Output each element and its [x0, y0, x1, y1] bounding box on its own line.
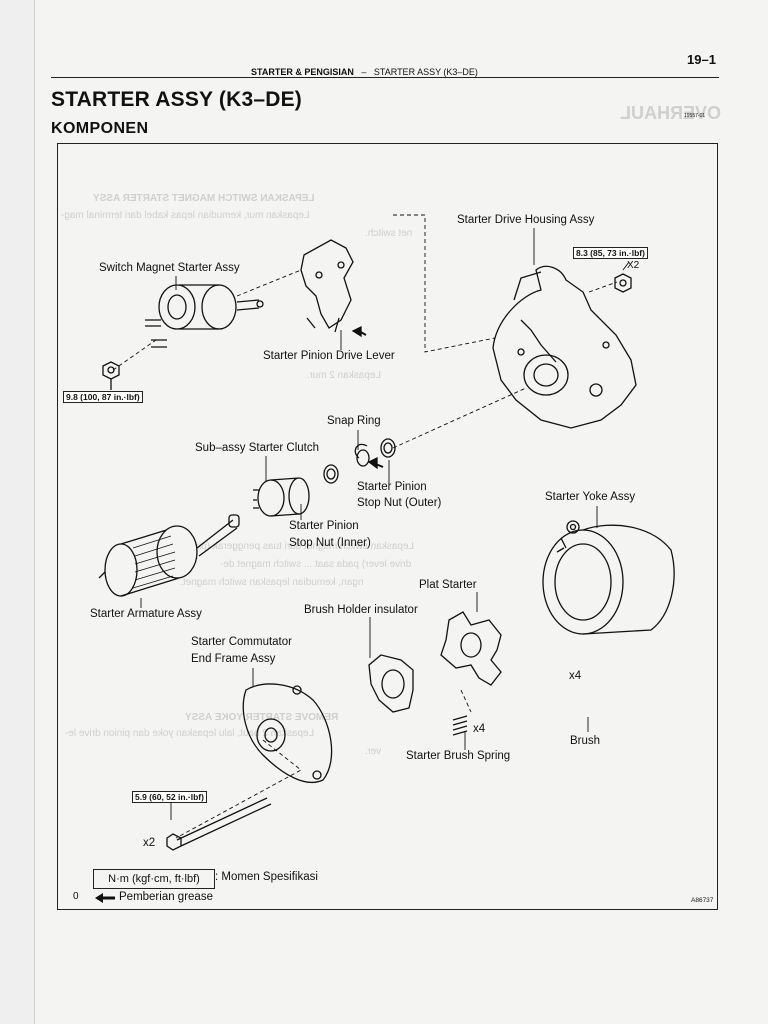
end-frame-part	[242, 683, 333, 784]
running-header-section: STARTER & PENGISIAN	[251, 67, 354, 77]
label-plat-starter: Plat Starter	[419, 579, 477, 591]
torque-end-frame: 5.9 (60, 52 in.·lbf)	[132, 791, 207, 803]
armature-part	[98, 514, 240, 597]
drive-lever-part	[300, 239, 354, 333]
qty-brush: x4	[569, 670, 582, 682]
yoke-part	[542, 520, 675, 635]
label-switch-magnet: Switch Magnet Starter Assy	[99, 262, 240, 274]
legend-grease-arrow-icon	[95, 892, 115, 907]
label-stop-nut-inner-line2: Stop Nut (Inner)	[289, 537, 371, 549]
legend-unit-desc: : Momen Spesifikasi	[215, 871, 318, 883]
brush-holder-insulator-part	[368, 654, 414, 713]
grease-arrow-icon	[95, 893, 115, 903]
exploded-diagram	[98, 214, 675, 851]
manual-page: OVERHAUL LEPASKAN SWITCH MAGNET STARTER …	[34, 0, 768, 1024]
label-brush: Brush	[570, 735, 601, 747]
figure-code: A86737	[691, 897, 714, 904]
label-commutator-line2: End Frame Assy	[191, 653, 276, 665]
qty-housing-nut: X2	[627, 260, 640, 271]
drive-housing-part	[492, 265, 637, 429]
legend-zero: 0	[73, 891, 79, 902]
label-armature: Starter Armature Assy	[90, 608, 202, 620]
label-stop-nut-outer-line1: Starter Pinion	[357, 481, 427, 493]
label-yoke: Starter Yoke Assy	[545, 491, 636, 503]
label-sub-assy-clutch: Sub–assy Starter Clutch	[195, 442, 320, 454]
label-pinion-drive-lever: Starter Pinion Drive Lever	[263, 350, 395, 362]
running-header-topic: STARTER ASSY (K3–DE)	[373, 67, 478, 77]
label-snap-ring: Snap Ring	[327, 415, 381, 427]
running-header-separator: –	[361, 67, 367, 77]
label-stop-nut-outer-line2: Stop Nut (Outer)	[357, 497, 442, 509]
label-starter-drive-housing: Starter Drive Housing Assy	[457, 214, 595, 226]
running-header: STARTER & PENGISIAN – STARTER ASSY (K3–D…	[251, 67, 478, 77]
torque-housing: 8.3 (85, 73 in.·lbf)	[573, 247, 648, 259]
legend-grease-desc: Pemberian grease	[119, 891, 213, 903]
clutch-part	[253, 477, 310, 517]
qty-bolts: x2	[143, 837, 156, 849]
legend-unit-box: N·m (kgf·cm, ft·lbf)	[93, 869, 215, 889]
switch-magnet-part	[145, 284, 264, 348]
header-rule	[51, 77, 719, 78]
plate-starter-part	[440, 611, 502, 686]
label-commutator-line1: Starter Commutator	[191, 636, 292, 648]
torque-switch: 9.8 (100, 87 in.·lbf)	[63, 391, 143, 403]
qty-spring: x4	[473, 723, 486, 735]
figure-code-small: 19557-01	[684, 113, 706, 119]
page-subtitle: KOMPONEN	[51, 120, 149, 137]
page-title: STARTER ASSY (K3–DE)	[51, 88, 302, 111]
through-bolt-part	[166, 797, 272, 851]
diagram-frame	[57, 143, 718, 910]
page-number: 19–1	[687, 52, 716, 67]
label-stop-nut-inner-line1: Starter Pinion	[289, 520, 359, 532]
label-brush-spring: Starter Brush Spring	[406, 750, 511, 762]
label-brush-holder-insulator: Brush Holder insulator	[304, 604, 418, 616]
